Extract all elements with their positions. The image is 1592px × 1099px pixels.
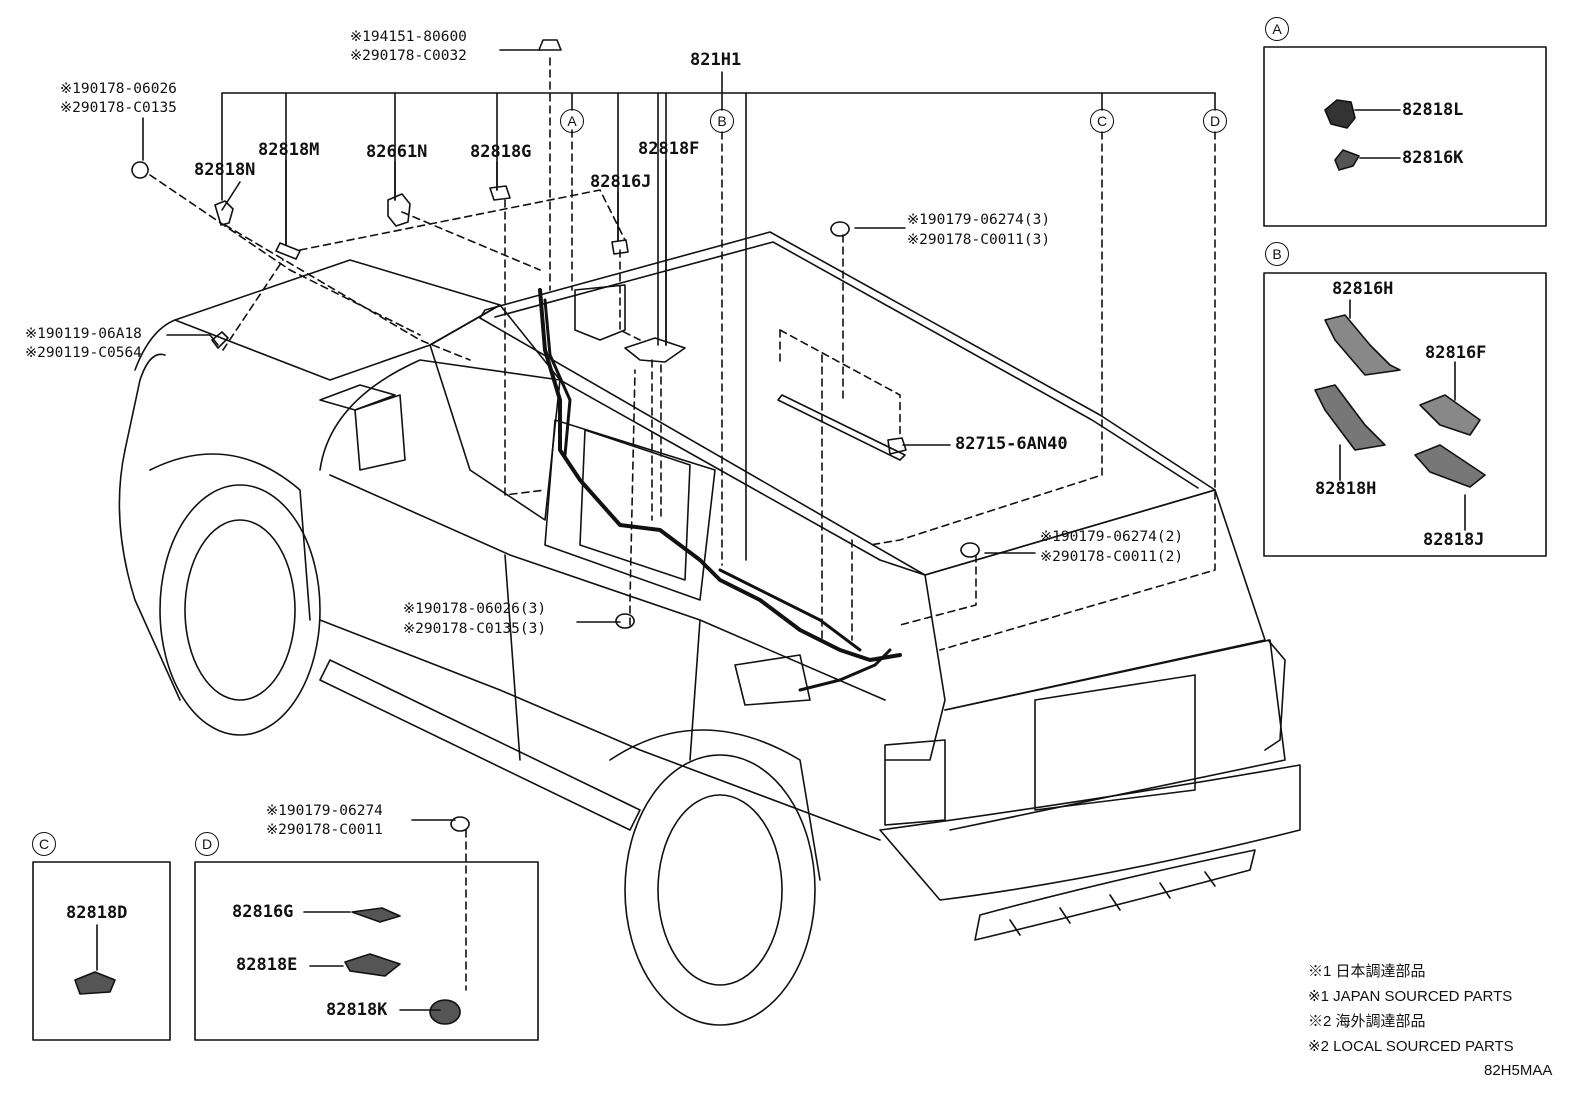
box-d-tag: D [195, 832, 219, 856]
diagram-code: 82H5MAA [1484, 1062, 1553, 1079]
part-label-82818M: 82818M [258, 140, 320, 160]
part-label-82818N: 82818N [194, 160, 256, 180]
main-assembly-label: 821H1 [690, 50, 742, 70]
fastener-bolt-left-2: ※290119-C0564 [25, 345, 142, 361]
box-a-frame [1263, 46, 1547, 227]
box-c-tag: C [32, 832, 56, 856]
fastener-box-d-1: ※190179-06274 [266, 803, 383, 819]
part-label-82816J: 82816J [590, 172, 652, 192]
box-c-part-82818D: 82818D [66, 903, 128, 923]
fastener-box-d-2: ※290178-C0011 [266, 822, 383, 838]
fastener-clip-left-1: ※190178-06026 [60, 81, 177, 97]
legend-line-2: ※1 JAPAN SOURCED PARTS [1308, 988, 1513, 1005]
part-label-82818F: 82818F [638, 139, 700, 159]
part-label-82715: 82715-6AN40 [955, 434, 1068, 454]
vehicle-outline [118, 231, 1301, 1026]
fastener-clip-left-2: ※290178-C0135 [60, 100, 177, 116]
callout-b: B [710, 109, 734, 133]
fastener-rear-1: ※190179-06274(2) [1040, 529, 1184, 545]
part-label-82818G: 82818G [470, 142, 532, 162]
fastener-mid-1: ※190178-06026(3) [403, 601, 547, 617]
legend-line-4: ※2 LOCAL SOURCED PARTS [1308, 1038, 1514, 1055]
fastener-mid-2: ※290178-C0135(3) [403, 621, 547, 637]
box-b-part-82816H: 82816H [1332, 279, 1394, 299]
fastener-clip-top-2: ※290178-C0032 [350, 48, 467, 64]
fastener-clip-top-1: ※194151-80600 [350, 29, 467, 45]
callout-d: D [1203, 109, 1227, 133]
box-b-part-82818J: 82818J [1423, 530, 1485, 550]
box-d-frame [194, 861, 539, 1041]
box-b-part-82816F: 82816F [1425, 343, 1487, 363]
legend-line-1: ※1 日本調達部品 [1308, 963, 1426, 980]
legend-line-3: ※2 海外調達部品 [1308, 1013, 1426, 1030]
fastener-rear-2: ※290178-C0011(2) [1040, 549, 1184, 565]
box-b-tag: B [1265, 242, 1289, 266]
box-c-frame [32, 861, 171, 1041]
callout-a: A [560, 109, 584, 133]
part-label-82661N: 82661N [366, 142, 428, 162]
box-d-part-82818K: 82818K [326, 1000, 388, 1020]
wire-harness [538, 288, 902, 662]
box-d-part-82818E: 82818E [236, 955, 298, 975]
fastener-roof-2: ※290178-C0011(3) [907, 232, 1051, 248]
fastener-bolt-left-1: ※190119-06A18 [25, 326, 142, 342]
box-a-part-82816K: 82816K [1402, 148, 1464, 168]
fastener-roof-1: ※190179-06274(3) [907, 212, 1051, 228]
callout-c: C [1090, 109, 1114, 133]
box-b-frame [1263, 272, 1547, 557]
box-a-tag: A [1265, 17, 1289, 41]
box-a-part-82818L: 82818L [1402, 100, 1464, 120]
box-b-part-82818H: 82818H [1315, 479, 1377, 499]
box-d-part-82816G: 82816G [232, 902, 294, 922]
